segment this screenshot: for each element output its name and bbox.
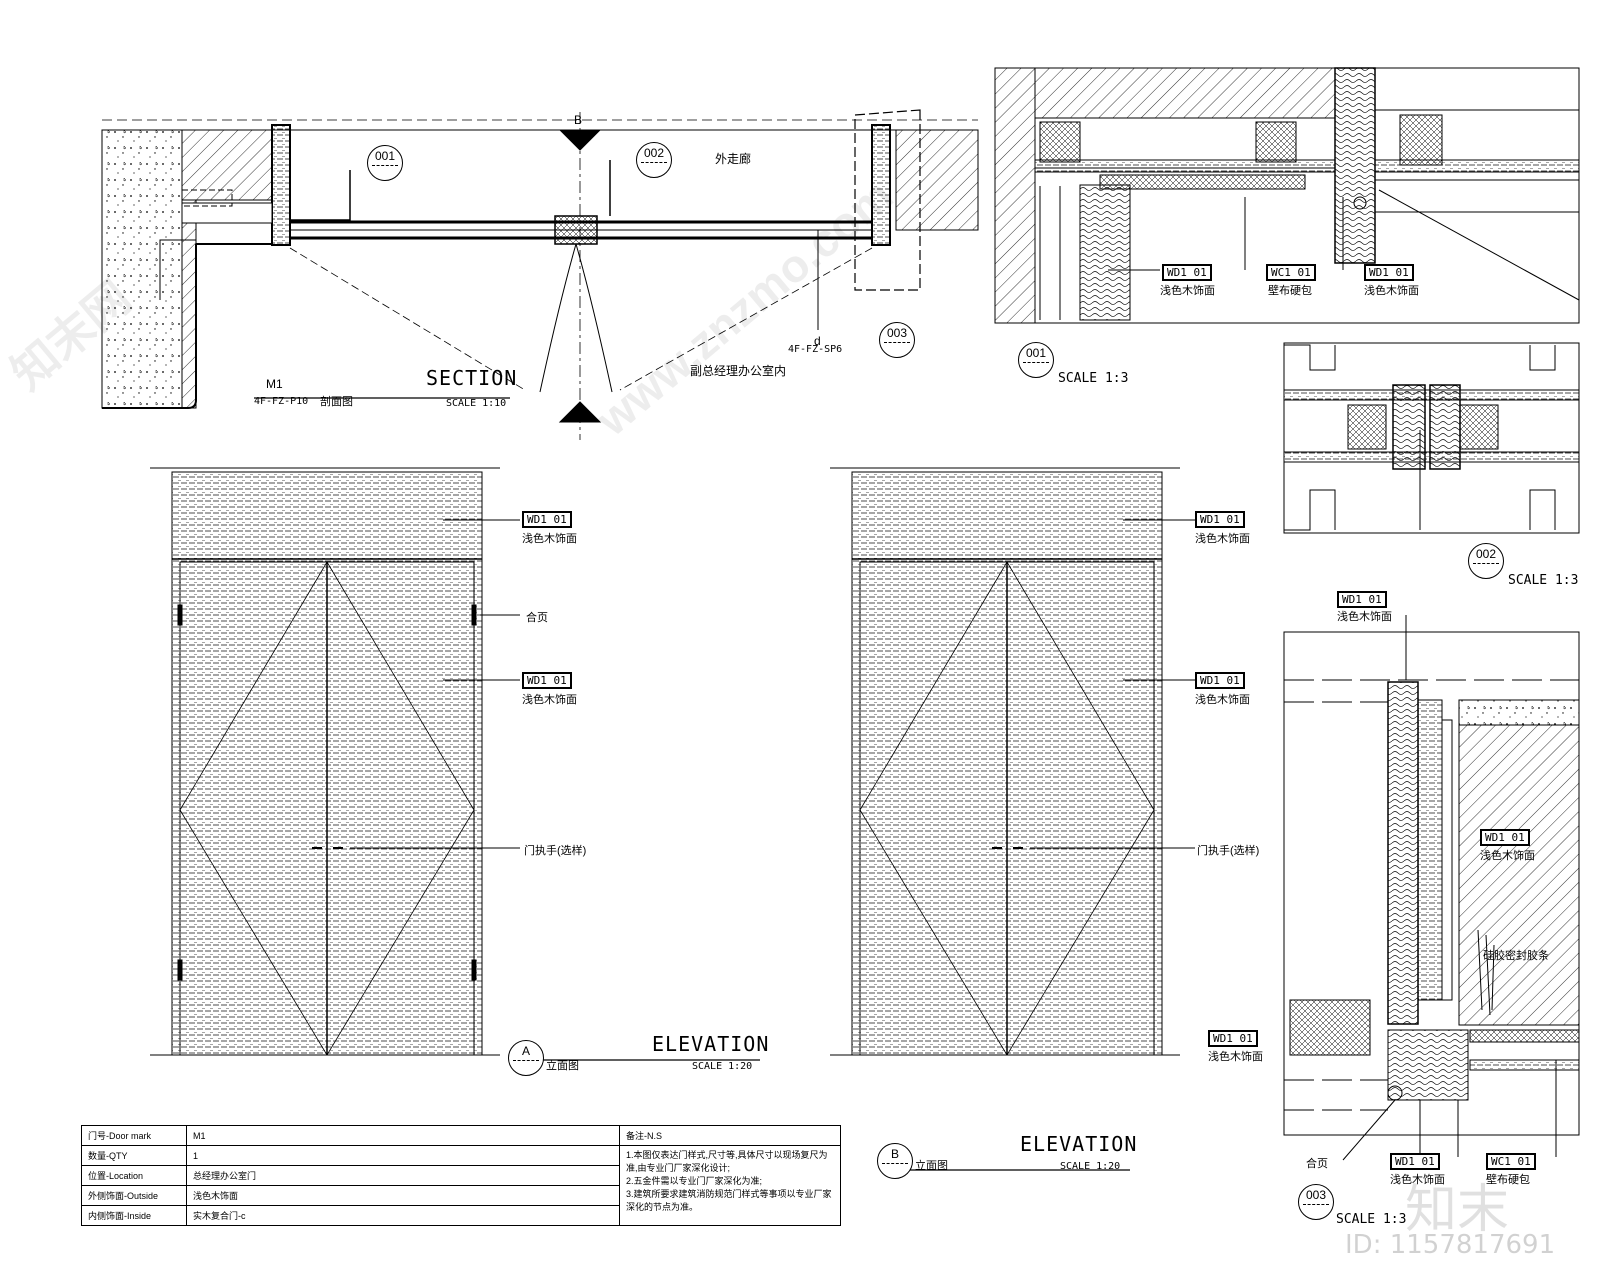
table-row: 内侧饰面-Inside 实木复合门-c bbox=[81, 1205, 841, 1226]
office-label: 副总经理办公室内 bbox=[690, 364, 787, 378]
callout-001: 001 bbox=[367, 145, 403, 181]
spec-notes: 1.本图仅表达门样式,尺寸等,具体尺寸以现场复尺为准,由专业门厂家深化设计; 2… bbox=[619, 1145, 841, 1226]
elevB-marker: B bbox=[877, 1143, 913, 1179]
watermark-logo: 知末 bbox=[1405, 1180, 1510, 1240]
spec-value: 实木复合门-c bbox=[186, 1205, 620, 1226]
watermark-id: ID: 1157817691 bbox=[1345, 1230, 1556, 1260]
spec-label: 外侧饰面-Outside bbox=[81, 1185, 187, 1206]
elevA-label-3-name: 浅色木饰面 bbox=[522, 694, 577, 706]
elevB-scale: SCALE 1:20 bbox=[1060, 1161, 1121, 1172]
spec-note: 2.五金件需以专业门厂家深化为准; bbox=[626, 1176, 763, 1186]
detail001-scale: SCALE 1:3 bbox=[1058, 371, 1129, 386]
elevB-label-1-code: WD1 01 bbox=[1195, 511, 1245, 528]
detail003-seal: 硅胶密封胶条 bbox=[1483, 950, 1549, 962]
detail001-label-1-name: 浅色木饰面 bbox=[1160, 285, 1215, 297]
elevA-marker: A bbox=[508, 1040, 544, 1076]
spec-label: 位置-Location bbox=[81, 1165, 187, 1186]
spec-notes-title: 备注-N.S bbox=[619, 1125, 841, 1146]
section-marker-b: B bbox=[574, 113, 583, 127]
detail003-mid-name: 浅色木饰面 bbox=[1480, 850, 1535, 862]
callout-003: 003 bbox=[879, 322, 915, 358]
spec-value: 1 bbox=[186, 1145, 620, 1166]
elevB-label-1-name: 浅色木饰面 bbox=[1195, 533, 1250, 545]
table-row: 数量-QTY 1 1.本图仅表达门样式,尺寸等,具体尺寸以现场复尺为准,由专业门… bbox=[81, 1145, 841, 1226]
detail003-id: 003 bbox=[1298, 1184, 1334, 1220]
section-ref-m1: M1 bbox=[266, 377, 283, 391]
detail003-bottom-1-name: 浅色木饰面 bbox=[1390, 1174, 1445, 1186]
spec-value: 总经理办公室门 bbox=[186, 1165, 620, 1186]
section-marker-a: A bbox=[575, 409, 584, 423]
detail001-label-2-name: 壁布硬包 bbox=[1268, 285, 1312, 297]
elevB-title: ELEVATION bbox=[1020, 1132, 1138, 1156]
detail003-left-name: 浅色木饰面 bbox=[1208, 1051, 1263, 1063]
table-row: 门号-Door mark M1 备注-N.S bbox=[81, 1125, 841, 1146]
detail003-bottom-1-code: WD1 01 bbox=[1390, 1153, 1440, 1170]
section-scale: SCALE 1:10 bbox=[446, 398, 507, 409]
spec-label: 门号-Door mark bbox=[81, 1125, 187, 1146]
detail003-mid-code: WD1 01 bbox=[1480, 829, 1530, 846]
elevA-scale: SCALE 1:20 bbox=[692, 1061, 753, 1072]
detail-003-drawing bbox=[1283, 615, 1580, 1161]
spec-note: 3.建筑所要求建筑消防规范门样式等事项以专业厂家深化的节点为准。 bbox=[626, 1189, 832, 1212]
detail001-label-2-code: WC1 01 bbox=[1266, 264, 1316, 281]
detail003-bottom-2-name: 壁布硬包 bbox=[1486, 1174, 1530, 1186]
detail003-left-code: WD1 01 bbox=[1208, 1030, 1258, 1047]
section-title: SECTION bbox=[426, 366, 518, 390]
spec-label: 内侧饰面-Inside bbox=[81, 1205, 187, 1226]
corridor-label: 外走廊 bbox=[715, 152, 752, 166]
elevB-label-2-name: 浅色木饰面 bbox=[1195, 694, 1250, 706]
section-marker-d: d bbox=[814, 334, 821, 348]
door-spec-table: 门号-Door mark M1 备注-N.S 数量-QTY 1 1.本图仅表达门… bbox=[81, 1125, 841, 1226]
spec-value: M1 bbox=[186, 1125, 620, 1146]
spec-label: 数量-QTY bbox=[81, 1145, 187, 1166]
spec-note: 1.本图仅表达门样式,尺寸等,具体尺寸以现场复尺为准,由专业门厂家深化设计; bbox=[626, 1150, 828, 1173]
elevation-a-drawing bbox=[150, 467, 760, 1061]
elevation-b-drawing bbox=[830, 467, 1195, 1171]
detail003-bottom-2-code: WC1 01 bbox=[1486, 1153, 1536, 1170]
elevA-label-2-name: 合页 bbox=[526, 612, 548, 624]
detail001-label-1-code: WD1 01 bbox=[1162, 264, 1212, 281]
detail003-scale: SCALE 1:3 bbox=[1336, 1212, 1407, 1227]
detail001-label-3-name: 浅色木饰面 bbox=[1364, 285, 1419, 297]
detail001-label-3-code: WD1 01 bbox=[1364, 264, 1414, 281]
elevA-label-3-code: WD1 01 bbox=[522, 672, 572, 689]
elevA-label-4-name: 门执手(选样) bbox=[524, 845, 587, 857]
detail-002-drawing bbox=[1283, 342, 1580, 534]
elevA-subtitle: 立面图 bbox=[546, 1060, 579, 1072]
elevB-subtitle: 立面图 bbox=[915, 1160, 948, 1172]
spec-value: 浅色木饰面 bbox=[186, 1185, 620, 1206]
detail002-id: 002 bbox=[1468, 543, 1504, 579]
detail003-top-code: WD1 01 bbox=[1337, 591, 1387, 608]
elevB-label-2-code: WD1 01 bbox=[1195, 672, 1245, 689]
detail-001-drawing bbox=[994, 67, 1580, 324]
section-marker-d-sheet: 4F-FZ-SP6 bbox=[788, 344, 843, 355]
section-plan bbox=[101, 109, 979, 440]
detail002-scale: SCALE 1:3 bbox=[1508, 573, 1579, 588]
elevA-title: ELEVATION bbox=[652, 1032, 770, 1056]
section-subtitle: 剖面图 bbox=[320, 396, 353, 408]
callout-002: 002 bbox=[636, 142, 672, 178]
detail003-hinge: 合页 bbox=[1306, 1158, 1328, 1170]
elevB-label-3-name: 门执手(选样) bbox=[1197, 845, 1260, 857]
section-ref-sheet: 4F-FZ-P10 bbox=[254, 396, 309, 407]
detail003-top-name: 浅色木饰面 bbox=[1337, 611, 1392, 623]
elevA-label-1-name: 浅色木饰面 bbox=[522, 533, 577, 545]
detail001-id: 001 bbox=[1018, 342, 1054, 378]
elevA-label-1-code: WD1 01 bbox=[522, 511, 572, 528]
